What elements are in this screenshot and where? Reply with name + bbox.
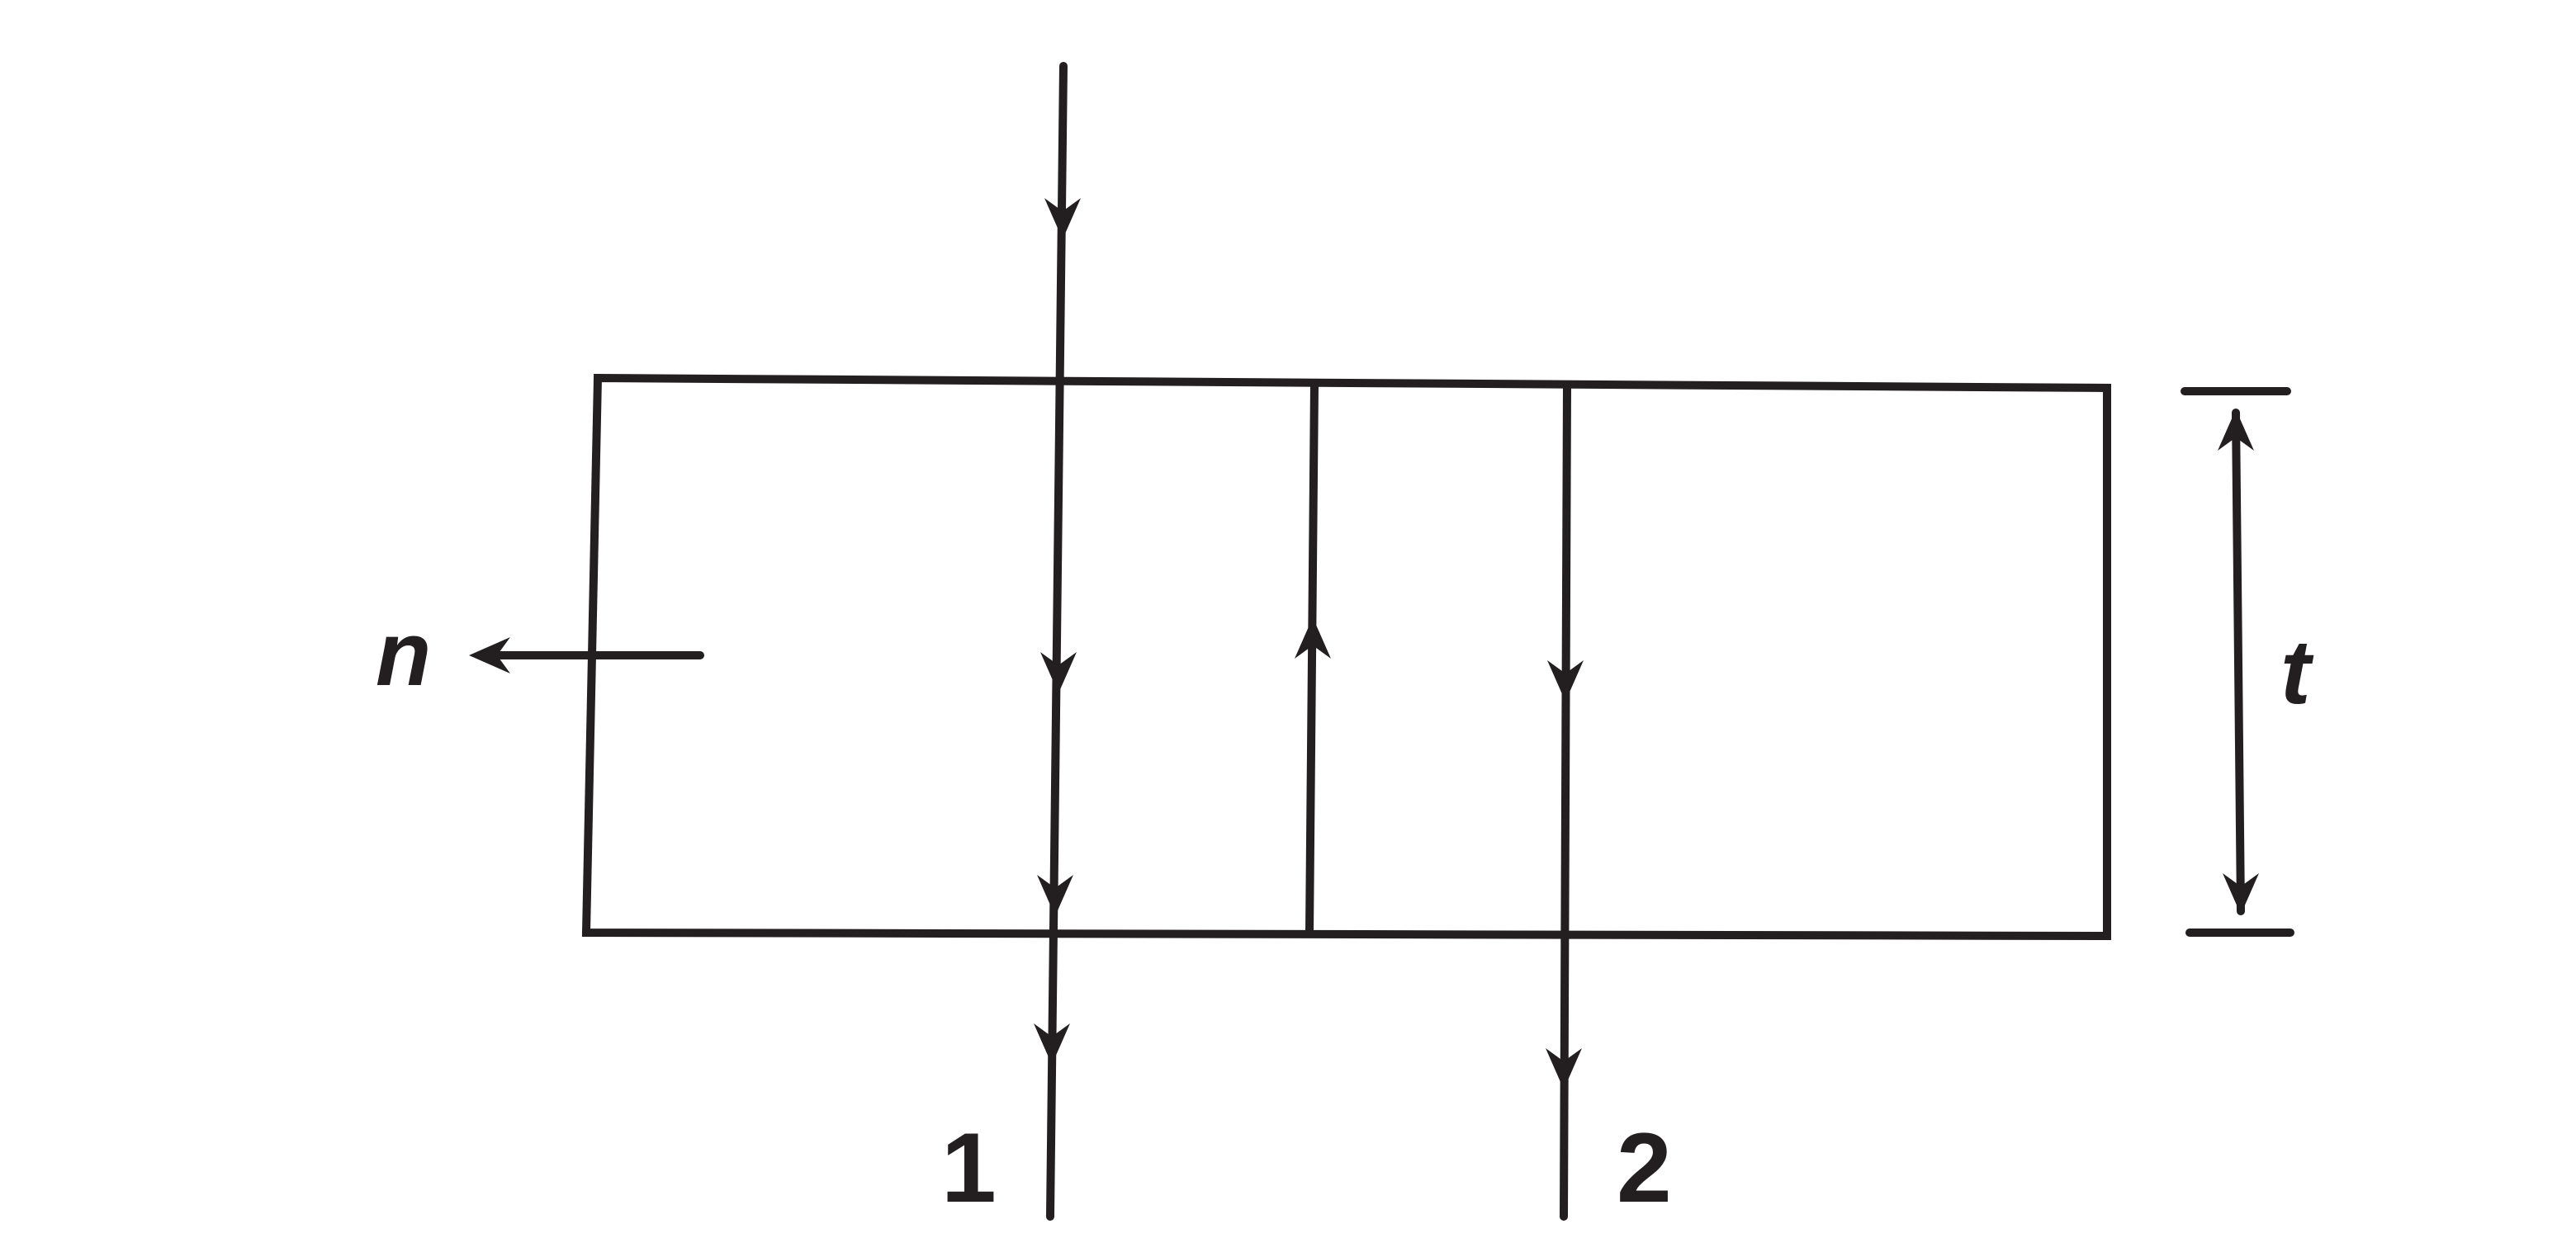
refractive-index-label: n [376,603,431,705]
thickness-marker [2181,387,2294,937]
internal-reflection-up [1295,380,1331,937]
film-slab [581,373,2111,941]
ray-2 [1546,382,1584,1221]
ray-2-label: 2 [1617,1113,1672,1223]
ray-1 [1034,62,1081,1221]
refractive-index-arrow [469,637,704,673]
ray-1-label: 1 [941,1113,997,1223]
thickness-label: t [2280,621,2314,723]
